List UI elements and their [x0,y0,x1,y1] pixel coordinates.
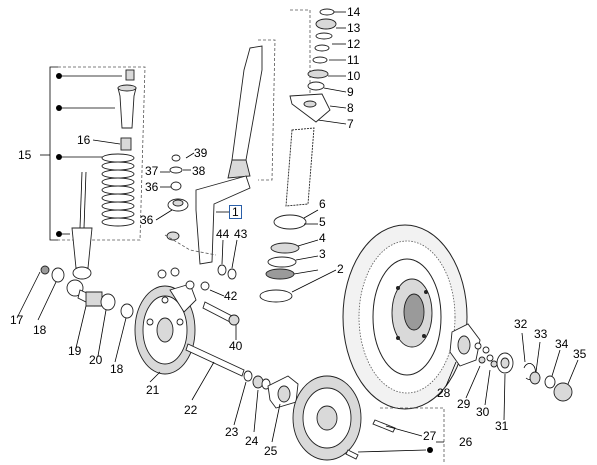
callout-40: 40 [229,339,243,353]
callout-25: 25 [264,444,278,458]
callout-20: 20 [89,353,103,367]
callout-30: 30 [476,405,490,419]
callout-9: 9 [347,85,354,99]
callout-4: 4 [319,231,326,245]
brake-disc-assembly [134,267,299,443]
callout-17: 17 [10,313,24,327]
callout-35: 35 [573,347,587,361]
callout-5: 5 [319,215,326,229]
callout-43: 43 [234,227,248,241]
callout-3: 3 [319,247,326,261]
callout-26: 26 [459,435,473,449]
right-hub-parts [445,323,579,421]
callout-21: 21 [146,383,160,397]
callout-44: 44 [216,227,230,241]
callout-7: 7 [347,117,354,131]
callout-18-left: 18 [33,323,47,337]
callout-6: 6 [319,197,326,211]
callout-8: 8 [347,101,354,115]
callout-32: 32 [514,317,528,331]
callout-1: 1 [229,205,242,219]
callout-22: 22 [184,403,198,417]
callout-36-upper: 36 [145,180,159,194]
callout-28: 28 [437,386,451,400]
callout-23: 23 [225,425,239,439]
callout-19: 19 [68,344,82,358]
callout-38: 38 [192,164,206,178]
callout-29: 29 [457,397,471,411]
callout-18-right: 18 [110,362,124,376]
shock-absorber-group [40,66,146,280]
callout-13: 13 [347,21,361,35]
brake-drum [292,375,445,463]
callout-12: 12 [347,37,361,51]
callout-10: 10 [347,69,361,83]
callout-36-lower: 36 [140,213,154,227]
callout-37: 37 [145,164,159,178]
callout-39: 39 [194,146,208,160]
callout-27: 27 [423,429,437,443]
callout-11: 11 [347,53,360,67]
callout-16: 16 [77,133,91,147]
steering-column [155,8,347,303]
callout-42: 42 [224,289,238,303]
callout-2: 2 [337,262,344,276]
callout-24: 24 [245,434,259,448]
callout-15: 15 [18,148,32,162]
callout-14: 14 [347,5,361,19]
callout-31: 31 [495,419,509,433]
bushing-parts [16,265,134,363]
callout-34: 34 [555,337,569,351]
wheel-tire [342,224,468,410]
callout-33: 33 [534,327,548,341]
